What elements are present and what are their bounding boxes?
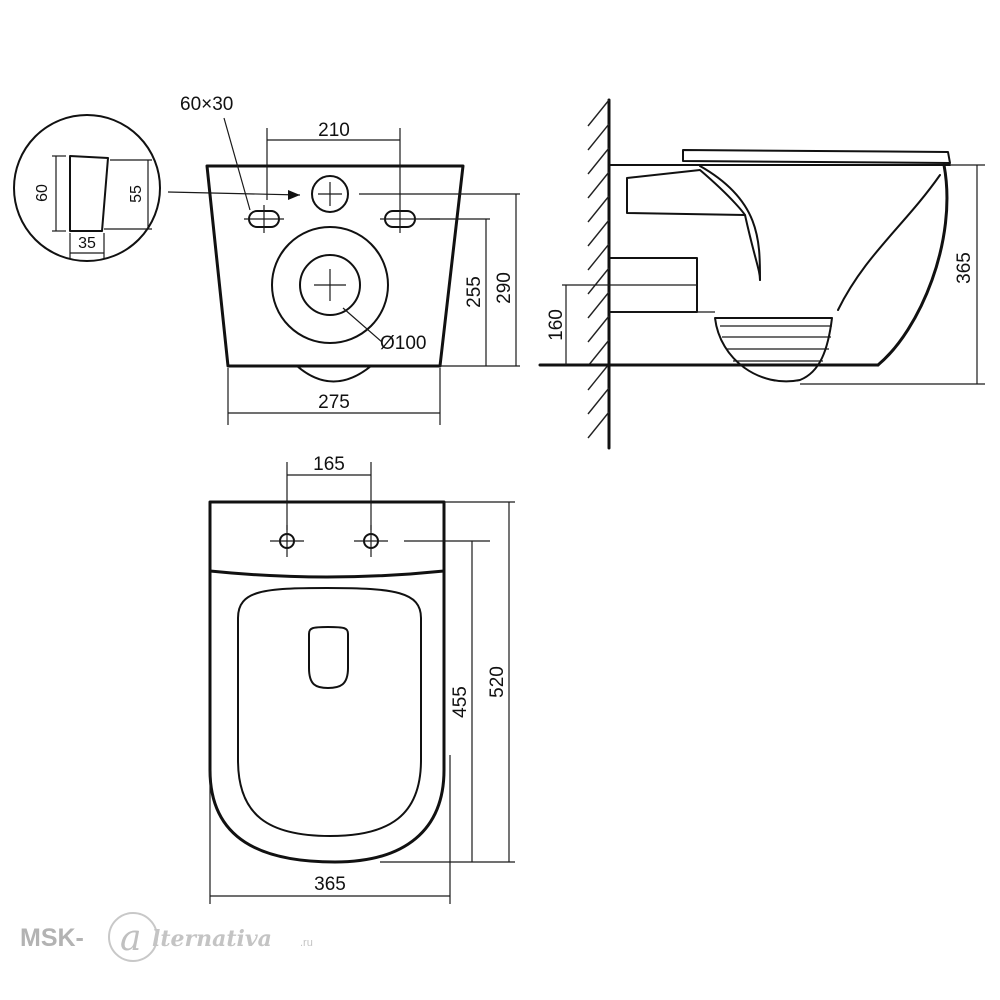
detail-dim-60: 60 <box>34 184 51 202</box>
front-dim-bolt-spacing: 210 <box>318 120 350 141</box>
top-view: 165 455 520 365 <box>208 454 515 904</box>
top-dim-bolt-spacing: 165 <box>313 454 345 475</box>
side-trap-curve <box>744 214 761 281</box>
detail-leader-line <box>167 191 301 196</box>
watermark-domain: .ru <box>300 937 313 949</box>
detail-leader-arrow <box>288 190 300 200</box>
front-outlet-circle <box>311 175 349 213</box>
front-dim-height-outer: 290 <box>494 272 515 304</box>
side-view: 160 365 <box>538 98 985 450</box>
side-dim-height: 365 <box>954 252 975 284</box>
detail-view: 60 55 35 <box>13 114 301 262</box>
watermark-at-ring <box>108 912 158 962</box>
side-trap-bottom <box>714 317 833 383</box>
front-outlet-leader <box>223 117 251 211</box>
front-bowl-bottom <box>296 365 372 383</box>
detail-circle <box>13 114 161 262</box>
side-bowl-inner <box>699 165 761 281</box>
front-drain-leader <box>342 307 383 343</box>
detail-dim-35: 35 <box>78 235 96 252</box>
top-dim-inner-length: 455 <box>450 686 471 718</box>
top-seat <box>237 587 422 837</box>
side-wall-hatch <box>587 99 610 439</box>
top-dim-width: 365 <box>314 874 346 895</box>
watermark-prefix: MSK- <box>20 924 84 952</box>
side-bowl-rim-curve <box>837 174 941 311</box>
side-bowl-outer <box>876 163 949 367</box>
top-seat-handle <box>308 626 349 689</box>
front-view: 60×30 210 Ø100 255 290 275 <box>180 94 520 425</box>
side-seat-lid <box>682 149 951 164</box>
watermark-suffix: lternativa <box>152 926 272 952</box>
watermark-at-glyph: a <box>120 918 141 959</box>
top-dim-length: 520 <box>487 666 508 698</box>
front-dim-height-inner: 255 <box>464 276 485 308</box>
detail-outlet-profile <box>69 155 109 232</box>
detail-dim-55: 55 <box>128 185 145 203</box>
front-drain-outer-circle <box>271 226 389 344</box>
watermark-logo: MSK- a lternativa .ru <box>20 912 313 962</box>
top-back-block <box>208 500 446 579</box>
front-dim-drain-diameter: Ø100 <box>380 333 426 354</box>
front-dim-outlet-size: 60×30 <box>180 94 233 115</box>
front-dim-base-width: 275 <box>318 392 350 413</box>
side-rim-inlet <box>626 169 746 216</box>
top-bowl-outline <box>208 569 446 864</box>
front-drain-inner-circle <box>299 254 361 316</box>
side-dim-floor-height: 160 <box>546 309 567 341</box>
